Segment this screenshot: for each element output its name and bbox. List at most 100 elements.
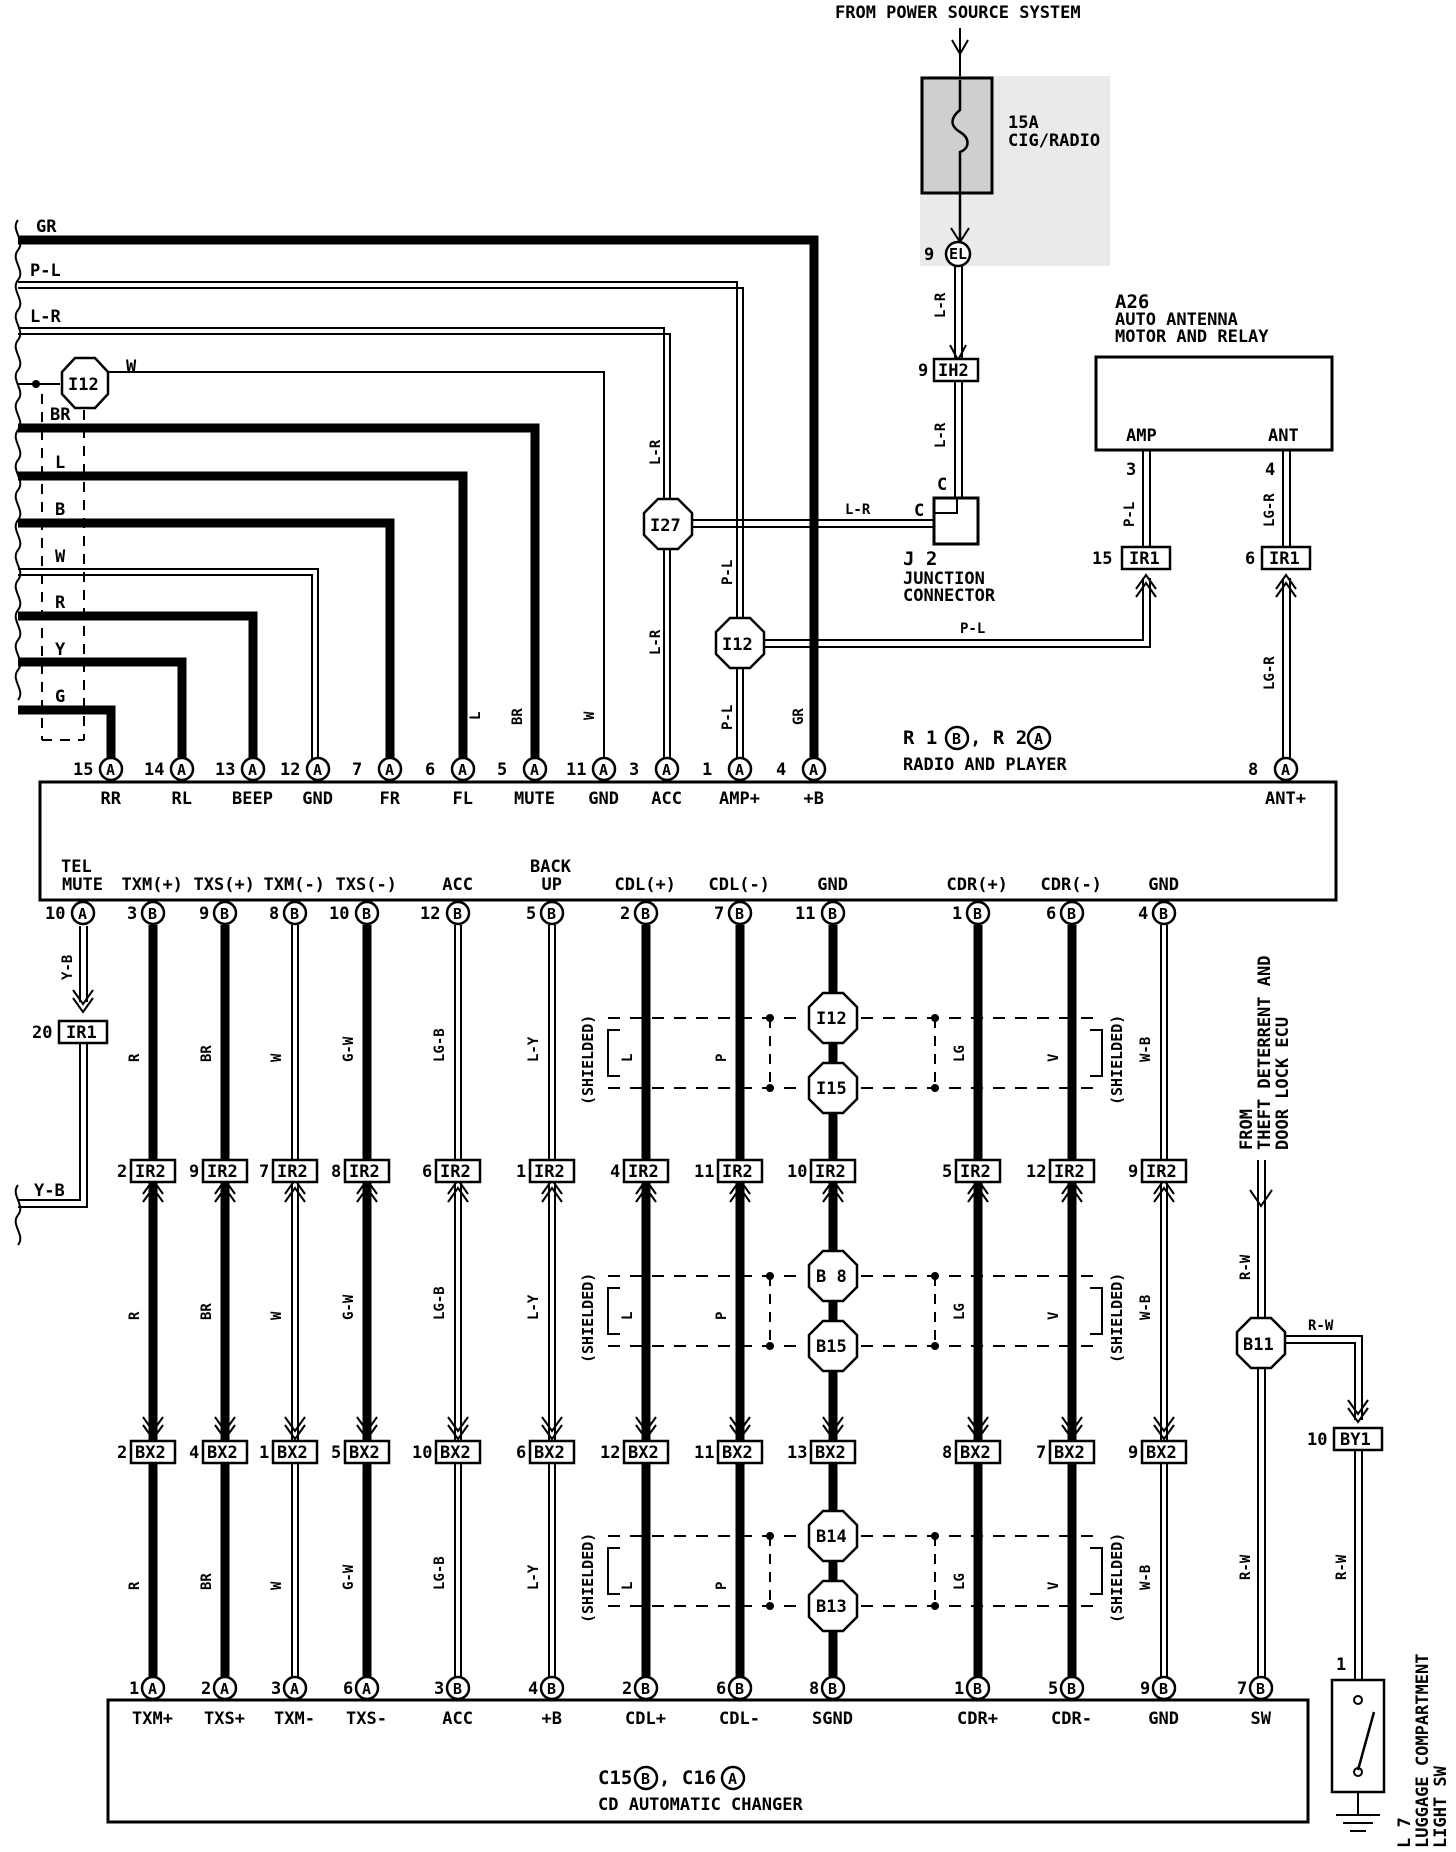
cd-label-7: CDL-: [719, 1709, 760, 1729]
ir2-box-0: [129, 1158, 177, 1184]
cd-name: CD AUTOMATIC CHANGER: [598, 1795, 803, 1815]
cd-label-9: CDR+: [957, 1709, 998, 1729]
wire-gr: GR: [36, 217, 57, 237]
shield-dot-r-1-1: [931, 1342, 939, 1350]
radio-bot-conn-2-letter: B: [220, 905, 229, 923]
radio-bot-conn-7-circle: [633, 900, 659, 926]
bx2-label-6: BX2: [628, 1443, 659, 1463]
cd-box: [106, 1698, 1310, 1824]
radio-bot-conn-1-circle: [140, 900, 166, 926]
radio-id: R 1: [903, 727, 937, 749]
wire-pl-i12-top: P-L: [720, 560, 736, 585]
radio-bot-conn-12-letter: B: [1159, 905, 1168, 923]
radio-bot-pin-3: 8: [269, 904, 279, 924]
cd-conn-3-circle: [354, 1675, 380, 1701]
cd-sep: , C16: [659, 1767, 716, 1789]
radio-top-conn-9-letter: A: [735, 761, 744, 779]
col-wlabel-4-2: LG-B: [432, 1556, 448, 1590]
ir2-label-3: IR2: [349, 1162, 380, 1182]
radio-bot-conn-0-circle: [70, 900, 96, 926]
bx2-arrow-6: [635, 1416, 657, 1441]
cd-label-10: CDR-: [1051, 1709, 1092, 1729]
l7-id: L 7: [1395, 1817, 1415, 1848]
ir1-ant-pin: 6: [1245, 549, 1255, 569]
cd-pin-3: 6: [343, 1679, 353, 1699]
bx2-box-8: [809, 1439, 857, 1465]
radio-bot-label-5: ACC: [442, 875, 473, 895]
fuse-name: CIG/RADIO: [1008, 131, 1100, 151]
wire-l: L: [55, 453, 65, 473]
radio-top-conn-4-letter: A: [385, 761, 394, 779]
bx2-box-5: [528, 1439, 576, 1465]
bx2-arrow-3: [356, 1416, 378, 1441]
col-wlabel-11-1: W-B: [1138, 1295, 1154, 1320]
radio-top-conn-1-circle: [169, 756, 195, 782]
i12-left-label: I12: [68, 375, 99, 395]
l7-name1: LUGGAGE COMPARTMENT: [1413, 1654, 1433, 1848]
radio-bot-pin-4: 10: [329, 904, 349, 924]
wire-pl-i12-bot: P-L: [720, 705, 736, 730]
ir2-box-7: [716, 1158, 764, 1184]
i12-splice-left: [60, 356, 110, 410]
l7-pin: 1: [1336, 1655, 1346, 1675]
ir2-label-10: IR2: [1054, 1162, 1085, 1182]
j2-pin-left: C: [914, 501, 924, 521]
by1-label: BY1: [1340, 1430, 1371, 1450]
l7-switch-icon: [1356, 1711, 1376, 1771]
radio-bot-label-10: CDR(+): [947, 875, 1008, 895]
wire-lgr-low: LG-R: [1262, 656, 1278, 690]
bx2-box-11: [1140, 1439, 1188, 1465]
cd-label-12: SW: [1251, 1709, 1272, 1729]
shield-label-r-0: (SHIELDED): [1108, 1015, 1126, 1105]
radio-bot-conn-12-circle: [1151, 900, 1177, 926]
bx2-pin-11: 9: [1128, 1443, 1138, 1463]
col-wlabel-1-1: BR: [199, 1303, 215, 1320]
bx2-pin-2: 1: [259, 1443, 269, 1463]
a26-amp-label: AMP: [1126, 426, 1157, 446]
radio-bot-pin-2: 9: [199, 904, 209, 924]
a26-amp-pin: 3: [1126, 460, 1136, 480]
theft-line2: THEFT DETERRENT AND: [1255, 956, 1275, 1150]
radio-top-label-6: MUTE: [514, 789, 555, 809]
cd-conn-0-letter: A: [148, 1680, 157, 1698]
bx2-box-10: [1048, 1439, 1096, 1465]
radio-top-conn-8-letter: A: [662, 761, 671, 779]
radio-bot-label-11: CDR(-): [1041, 875, 1102, 895]
cd-conn-7-circle: [727, 1675, 753, 1701]
radio-top-conn-6-letter: A: [530, 761, 539, 779]
ir2-label-1: IR2: [207, 1162, 238, 1182]
bx2-box-3: [343, 1439, 391, 1465]
radio-top-conn-1-letter: A: [177, 761, 186, 779]
cd-a-mark: A: [728, 1770, 737, 1788]
cd-conn-4-circle: [445, 1675, 471, 1701]
signal-columns: RRRIR22BX22BRBRBRIR29BX24WWWIR27BX21G-WG…: [117, 925, 1188, 1688]
cd-id: C15: [598, 1767, 632, 1789]
ir2-box-3: [343, 1158, 391, 1184]
cd-conn-6-letter: B: [641, 1680, 650, 1698]
bx2-label-9: BX2: [960, 1443, 991, 1463]
bx2-pin-6: 12: [600, 1443, 620, 1463]
fuse-box: [920, 76, 994, 195]
bx2-pin-0: 2: [117, 1443, 127, 1463]
a26-name2: MOTOR AND RELAY: [1115, 327, 1269, 347]
cd-conn-8-letter: B: [828, 1680, 837, 1698]
a26-id: A26: [1115, 291, 1149, 313]
bx2-arrow-2: [284, 1416, 306, 1441]
ir2-pin-8: 10: [787, 1162, 807, 1182]
wire-lr-i27-bot: L-R: [648, 629, 664, 655]
a26-box: [1094, 355, 1334, 452]
cd-conn-0-circle: [140, 1675, 166, 1701]
col-wlabel-0-1: R: [127, 1311, 143, 1320]
radio-top-label-2: BEEP: [232, 789, 273, 809]
ih2-pin: 9: [918, 361, 928, 381]
bx2-arrow-1: [214, 1416, 236, 1441]
bx2-pin-8: 13: [787, 1443, 807, 1463]
radio-bot-conn-0-letter: A: [78, 905, 87, 923]
radio-bot-pin-12: 4: [1138, 904, 1148, 924]
ir2-box-4: [434, 1158, 482, 1184]
radio-top-pin-0: 15: [73, 760, 93, 780]
ir2-pin-6: 4: [610, 1162, 620, 1182]
col-wlabel-6-1: L: [620, 1312, 636, 1320]
radio-bot-label1-6: BACK: [530, 857, 572, 877]
